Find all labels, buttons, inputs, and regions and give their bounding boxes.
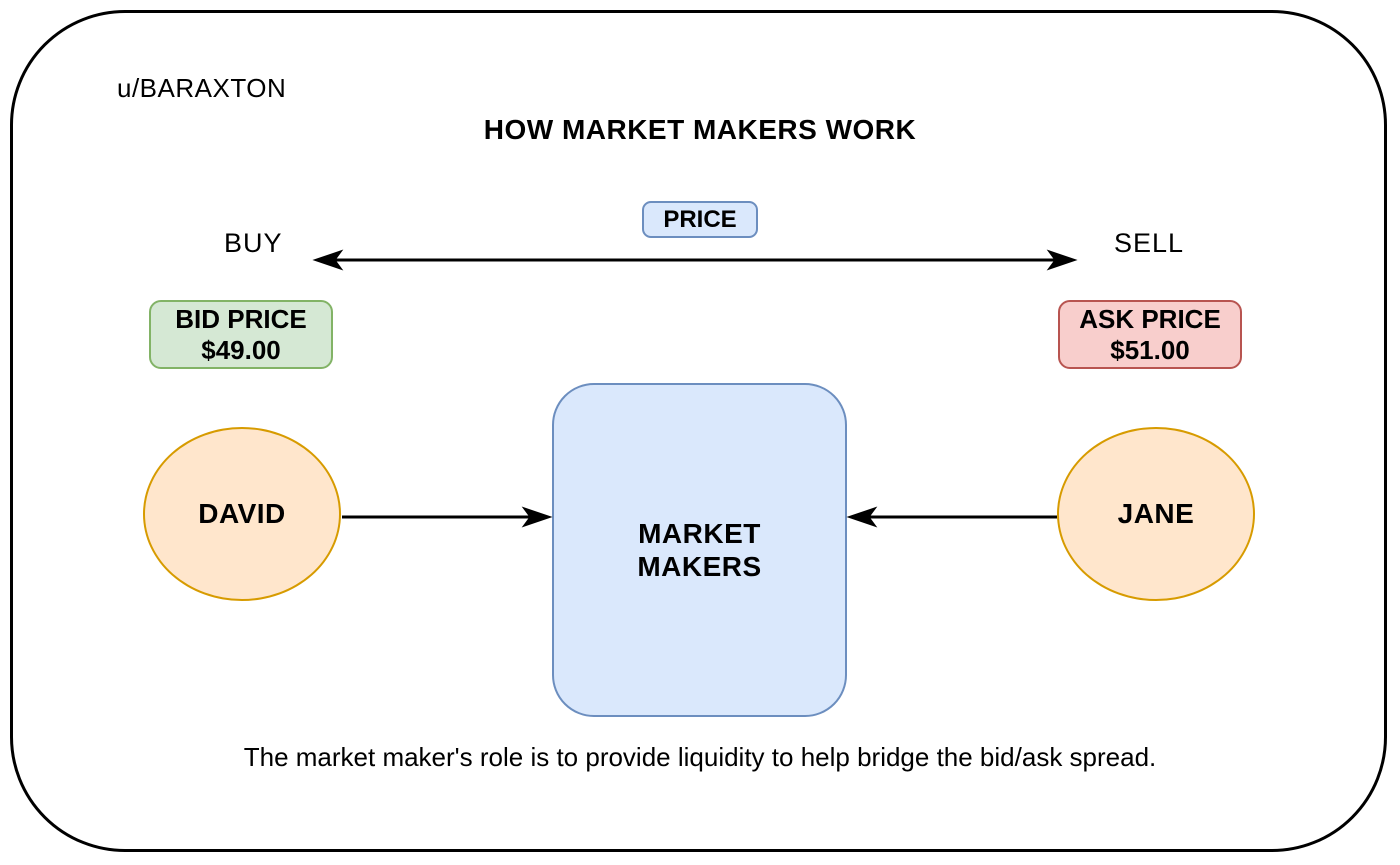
buyer-name: DAVID xyxy=(198,498,286,529)
price-label: PRICE xyxy=(663,205,737,233)
market-makers-line2: MAKERS xyxy=(637,551,762,582)
seller-name: JANE xyxy=(1117,498,1195,529)
page-title: HOW MARKET MAKERS WORK xyxy=(483,114,917,145)
sell-label: SELL xyxy=(1114,228,1185,258)
ask-price-title: ASK PRICE xyxy=(1079,303,1221,334)
bid-price-box: BID PRICE $49.00 xyxy=(149,300,333,369)
market-makers-box: MARKET MAKERS xyxy=(552,383,847,717)
ask-price-box: ASK PRICE $51.00 xyxy=(1058,300,1242,369)
market-makers-line1: MARKET xyxy=(638,518,761,549)
diagram-border xyxy=(10,10,1387,852)
buyer-node: DAVID xyxy=(143,427,341,601)
buy-label: BUY xyxy=(224,228,283,258)
caption-text: The market maker's role is to provide li… xyxy=(243,742,1157,772)
ask-price-value: $51.00 xyxy=(1110,334,1190,365)
bid-price-title: BID PRICE xyxy=(175,303,307,334)
seller-node: JANE xyxy=(1057,427,1255,601)
watermark: u/BARAXTON xyxy=(117,73,287,103)
price-label-box: PRICE xyxy=(642,201,758,238)
bid-price-value: $49.00 xyxy=(201,334,281,365)
